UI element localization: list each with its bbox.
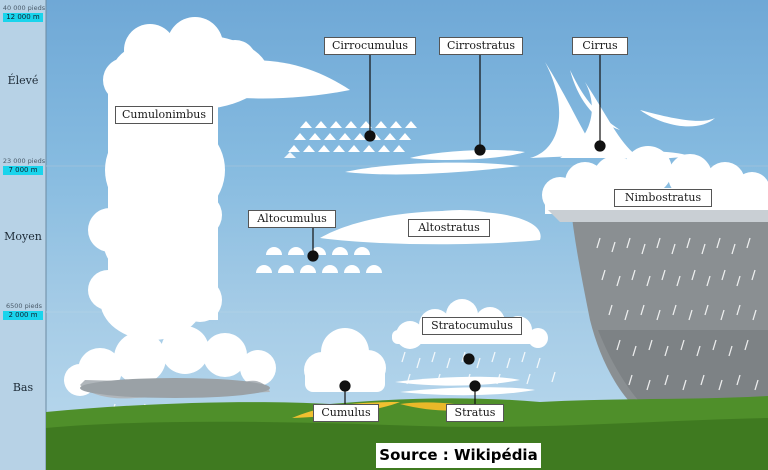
- label-altocumulus: Altocumulus: [248, 210, 336, 228]
- band-label-middle: Moyen: [4, 230, 42, 243]
- label-altostratus: Altostratus: [408, 219, 490, 237]
- altitude-upper-feet: 23 000 pieds: [2, 157, 46, 165]
- band-label-high: Élevé: [7, 74, 39, 87]
- label-cumulonimbus: Cumulonimbus: [115, 106, 213, 124]
- cirrostratus-cloud: [345, 150, 525, 175]
- label-cirrus: Cirrus: [572, 37, 628, 55]
- cumulus-cloud: [304, 328, 386, 392]
- altitude-scale-column: [0, 0, 46, 470]
- cirrocumulus-cloud: [284, 121, 417, 158]
- nimbostratus-cloud: [542, 146, 768, 420]
- altitude-lower-meters: 2 000 m: [3, 311, 43, 320]
- label-stratocumulus: Stratocumulus: [422, 317, 522, 335]
- label-pointers: [307, 55, 606, 404]
- altitude-top-meters: 12 000 m: [3, 13, 43, 22]
- altitude-top-feet: 40 000 pieds: [2, 4, 46, 12]
- altocumulus-cloud: [256, 247, 382, 273]
- label-nimbostratus: Nimbostratus: [614, 189, 712, 207]
- cumulonimbus-cloud: [64, 17, 350, 399]
- label-cumulus: Cumulus: [313, 404, 379, 422]
- altitude-upper-meters: 7 000 m: [3, 166, 43, 175]
- label-cirrostratus: Cirrostratus: [439, 37, 523, 55]
- label-stratus: Stratus: [446, 404, 504, 422]
- source-credit: Source : Wikipédia: [376, 443, 541, 468]
- altitude-lower-feet: 6500 pieds: [5, 302, 43, 310]
- band-label-low: Bas: [12, 381, 34, 394]
- label-cirrocumulus: Cirrocumulus: [324, 37, 416, 55]
- stratus-cloud: [395, 376, 535, 396]
